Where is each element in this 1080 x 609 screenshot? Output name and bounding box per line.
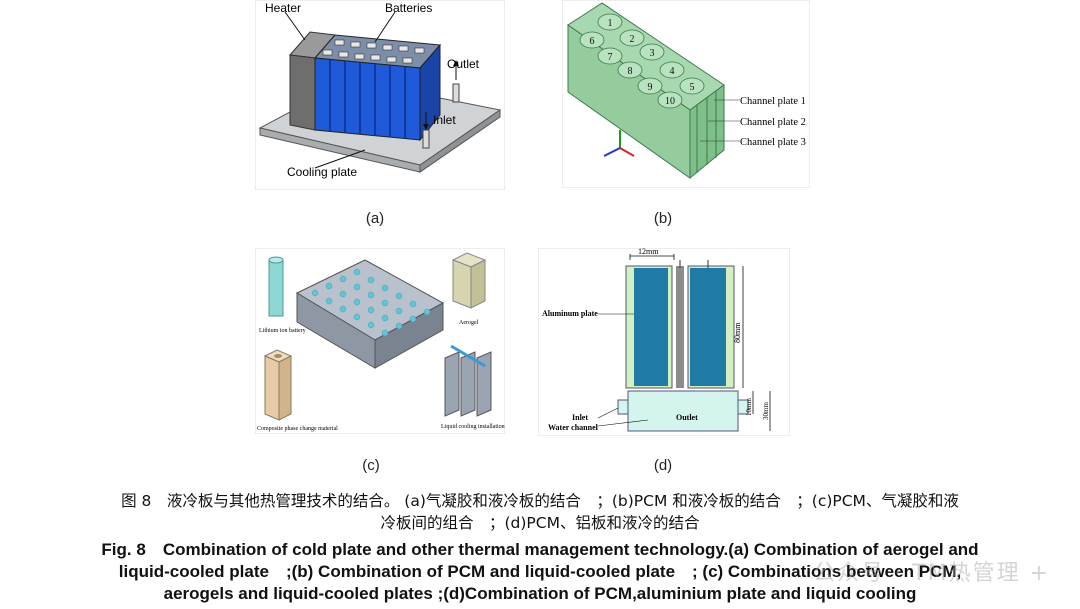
aerogel-label: Aerogel bbox=[459, 320, 479, 326]
dim-30mm-label: 30mm bbox=[762, 402, 770, 420]
cell-number: 4 bbox=[670, 66, 675, 77]
channel-plate-3-label: Channel plate 3 bbox=[740, 137, 806, 148]
aluminum-plate-label: Aluminum plate bbox=[542, 309, 598, 318]
battery-label: Lithium ion battery bbox=[259, 328, 306, 334]
caption-cn-line1: 图 8 液冷板与其他热管理技术的结合。 (a)气凝胶和液冷板的结合 ；(b)PC… bbox=[121, 492, 959, 510]
panel-a-label: (a) bbox=[365, 210, 385, 227]
inlet-label: Inlet bbox=[572, 413, 588, 422]
channel-plate-1-label: Channel plate 1 bbox=[740, 96, 806, 107]
caption-cn-line2: 冷板间的组合 ；(d)PCM、铝板和液冷的结合 bbox=[380, 514, 700, 532]
cell-number: 7 bbox=[608, 52, 613, 63]
cooling-plate-label: Cooling plate bbox=[287, 165, 357, 179]
batteries-label: Batteries bbox=[385, 1, 432, 15]
cell-number: 6 bbox=[590, 36, 595, 47]
cell-number: 8 bbox=[628, 66, 633, 77]
caption-en-line3: aerogels and liquid-cooled plates ;(d)Co… bbox=[163, 584, 917, 603]
figure-panel-a: Heater Batteries Outlet Inlet Cooling pl… bbox=[255, 0, 505, 190]
cell-number: 10 bbox=[665, 96, 675, 107]
outlet-label: Outlet bbox=[447, 57, 480, 71]
figure-panel-c: Lithium ion battery Aerogel Composite ph… bbox=[255, 248, 505, 434]
cell-number: 9 bbox=[648, 82, 653, 93]
watermark: 公众号 · TM热管理 + bbox=[813, 561, 1050, 586]
heater-label: Heater bbox=[265, 1, 301, 15]
cell-number: 1 bbox=[608, 18, 613, 29]
cell-number: 3 bbox=[650, 48, 655, 59]
pcm-label: Composite phase change material bbox=[257, 426, 338, 432]
figure-panel-b: 1 2 3 4 5 6 7 8 9 10 Channel plate 1 Cha… bbox=[562, 0, 810, 188]
panel-c-label: (c) bbox=[362, 457, 380, 474]
panel-b-label: (b) bbox=[653, 210, 673, 227]
dim-80mm-label: 80mm bbox=[733, 322, 742, 343]
dim-12mm-label: 12mm bbox=[638, 248, 659, 256]
liquid-cooling-label: Liquid cooling installation bbox=[441, 424, 505, 430]
outlet-label: Outlet bbox=[676, 413, 698, 422]
caption-en-line2: liquid-cooled plate ;(b) Combination of … bbox=[118, 562, 962, 581]
cell-number: 5 bbox=[690, 82, 695, 93]
channel-plate-2-label: Channel plate 2 bbox=[740, 117, 806, 128]
caption-en-line1: Fig. 8 Combination of cold plate and oth… bbox=[101, 540, 979, 559]
water-channel-label: Water channel bbox=[548, 423, 599, 432]
inlet-label: Inlet bbox=[433, 113, 456, 127]
panel-d-label: (d) bbox=[653, 457, 673, 474]
figure-panel-d: 12mm 80mm 10mm 30mm Aluminum plate Inlet… bbox=[538, 248, 790, 436]
cell-number: 2 bbox=[630, 34, 635, 45]
dim-10mm-label: 10mm bbox=[745, 398, 753, 416]
